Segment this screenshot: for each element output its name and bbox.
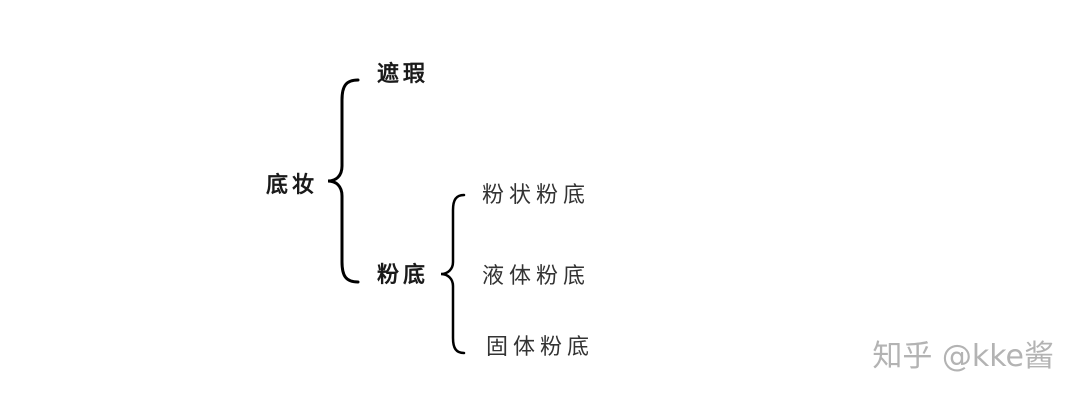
powder-foundation-label: 粉状粉底 [482, 183, 591, 208]
concealer-label: 遮瑕 [377, 62, 430, 87]
root-brace [327, 78, 360, 284]
foundation-label: 粉底 [377, 263, 430, 288]
liquid-foundation-label: 液体粉底 [482, 264, 591, 289]
watermark: 知乎 @kke酱 [872, 339, 1054, 374]
foundation-brace [440, 193, 466, 355]
solid-foundation-label: 固体粉底 [486, 335, 595, 360]
root-label: 底妆 [266, 173, 319, 198]
